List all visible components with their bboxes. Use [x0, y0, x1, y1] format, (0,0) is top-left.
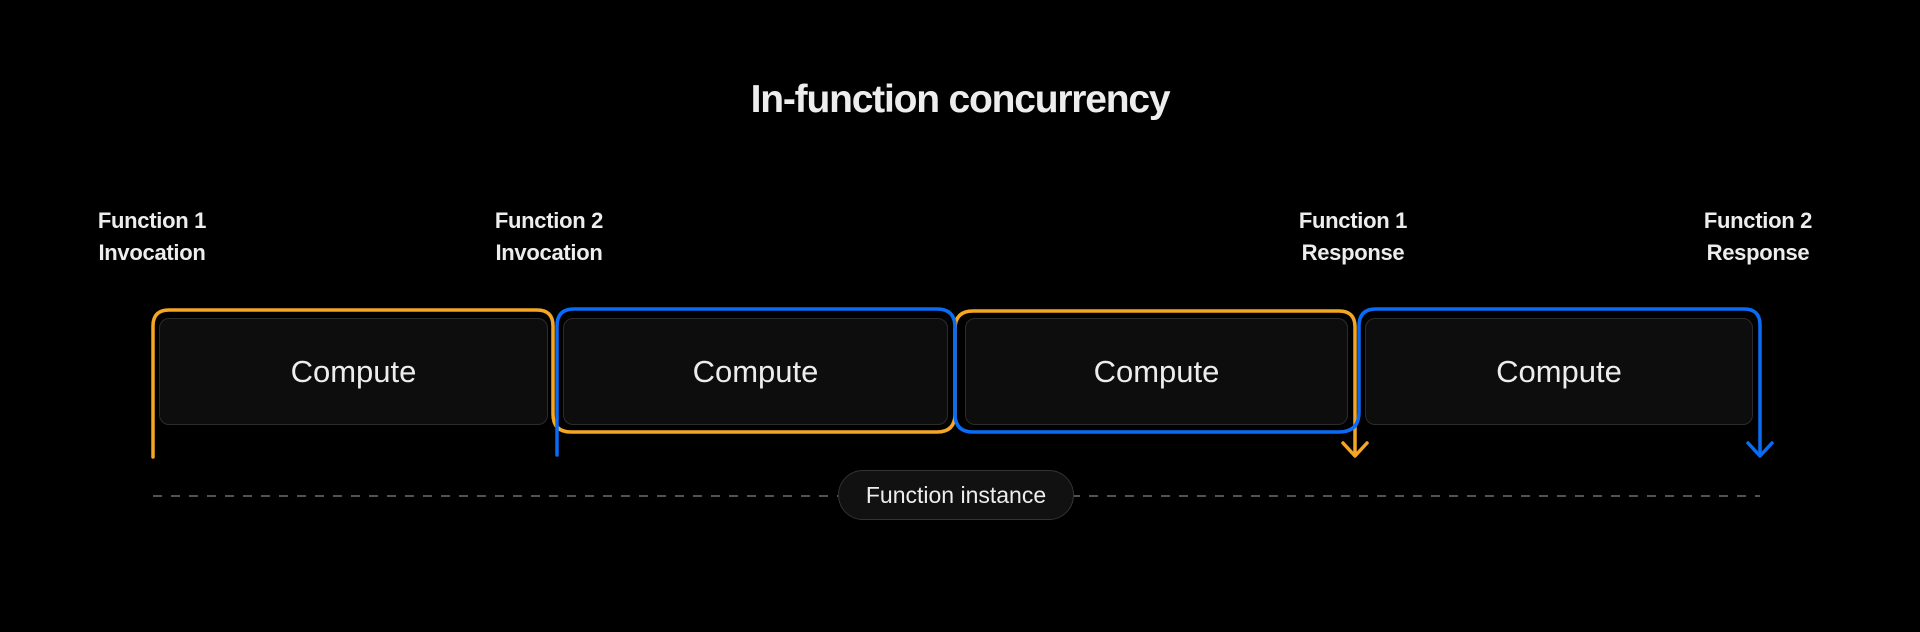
- function1-invocation-line1: Function 1: [97, 208, 207, 233]
- function-instance-pill: Function instance: [838, 470, 1074, 520]
- function1-response-line1: Function 1: [1298, 208, 1408, 233]
- function1-response-line2: Response: [1301, 240, 1405, 265]
- function2-invocation-line1: Function 2: [494, 208, 604, 233]
- function2-response-arrowhead: [1746, 441, 1774, 458]
- diagram-title: In-function concurrency: [750, 78, 1171, 121]
- compute-block-3: Compute: [965, 318, 1348, 425]
- function2-response-line2: Response: [1706, 240, 1810, 265]
- function2-invocation-line2: Invocation: [495, 240, 603, 265]
- function1-invocation-line2: Invocation: [98, 240, 206, 265]
- compute-block-1: Compute: [159, 318, 548, 425]
- function2-response-line1: Function 2: [1703, 208, 1813, 233]
- function1-response-arrowhead: [1341, 441, 1369, 458]
- function2-invocation-label: Function 2 Invocation: [439, 205, 659, 269]
- function1-response-label: Function 1 Response: [1243, 205, 1463, 269]
- compute-block-4: Compute: [1365, 318, 1753, 425]
- function1-invocation-label: Function 1 Invocation: [42, 205, 262, 269]
- function2-response-label: Function 2 Response: [1648, 205, 1868, 269]
- function1-invocation-bracket: [151, 308, 1357, 459]
- function2-invocation-bracket: [555, 307, 1762, 457]
- compute-block-2: Compute: [563, 318, 948, 425]
